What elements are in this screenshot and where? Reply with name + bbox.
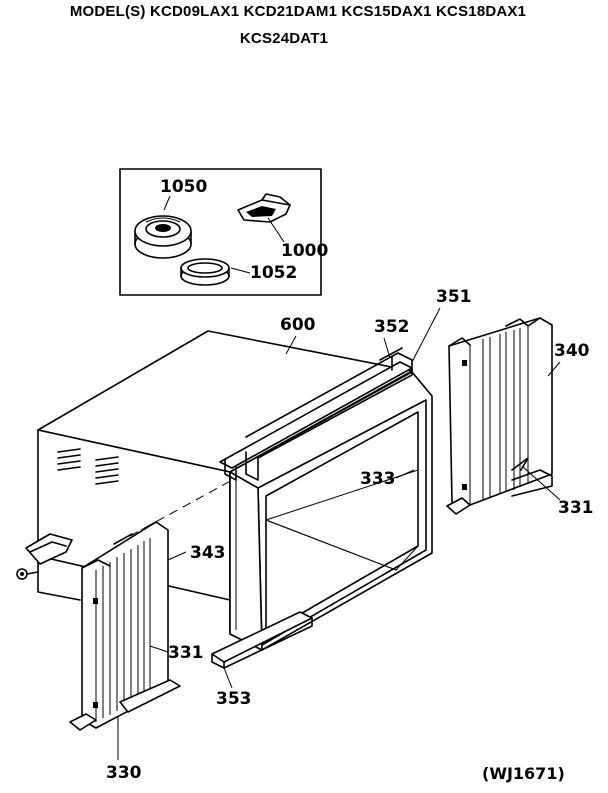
model-list-line-2: KCS24DAT1 <box>239 30 329 47</box>
side-curtain-340 <box>446 317 553 515</box>
callout-1050: 1050 <box>160 177 207 197</box>
small-parts-inset: 1050 1000 1052 <box>119 168 328 296</box>
diagram-reference-code: (WJ1671) <box>482 764 565 783</box>
part-1000-clip <box>237 193 291 223</box>
callout-1000: 1000 <box>281 241 328 261</box>
callout-331-right: 331 <box>558 498 594 518</box>
part-1052-ring <box>180 258 230 286</box>
top-rail-352 <box>219 347 413 481</box>
model-list-line-1: MODEL(S) KCD09LAX1 KCD21DAM1 KCS15DAX1 K… <box>69 3 527 20</box>
callout-330: 330 <box>106 763 142 783</box>
screw-icon <box>16 568 39 580</box>
mounting-bracket <box>25 533 73 565</box>
callout-340: 340 <box>554 341 590 361</box>
callout-353: 353 <box>216 689 252 709</box>
callout-351: 351 <box>436 287 472 307</box>
bottom-rail-353 <box>211 611 313 669</box>
callout-352: 352 <box>374 317 410 337</box>
callout-331-left: 331 <box>168 643 204 663</box>
callout-600: 600 <box>280 315 316 335</box>
callout-333: 333 <box>360 469 396 489</box>
side-curtain-330 <box>69 521 181 731</box>
callout-1052: 1052 <box>250 263 297 283</box>
part-1050-mount <box>134 215 192 259</box>
chassis-louvers <box>57 448 119 485</box>
alignment-dash-line <box>129 477 237 537</box>
chassis-600 <box>37 330 413 601</box>
callout-343: 343 <box>190 543 226 563</box>
